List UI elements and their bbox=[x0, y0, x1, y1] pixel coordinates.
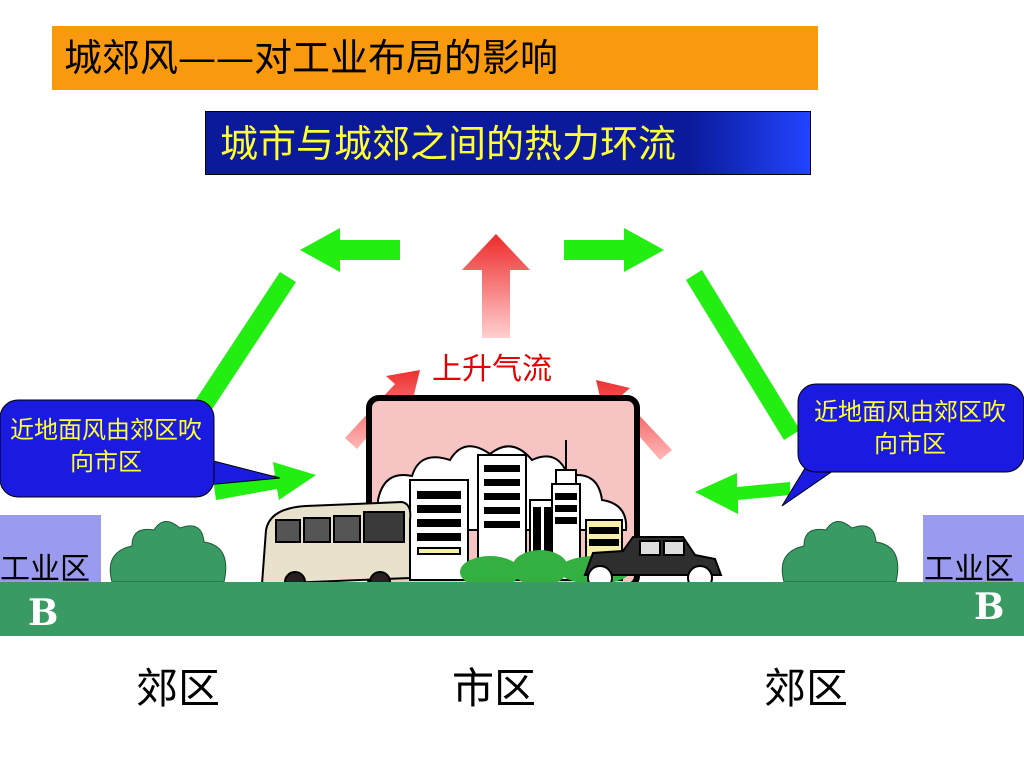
callout-right-text: 近地面风由郊区吹向市区 bbox=[814, 398, 1006, 458]
label-city: 市区 bbox=[452, 664, 537, 713]
callout-left-bubble bbox=[0, 399, 281, 498]
marker-b-right: B bbox=[974, 586, 1005, 628]
label-suburb-right: 郊区 bbox=[764, 664, 849, 713]
descending-flow-right bbox=[686, 270, 800, 440]
industrial-zone-right-block bbox=[923, 515, 1024, 585]
label-suburb-left: 郊区 bbox=[136, 664, 221, 713]
industrial-zone-left-label: 工业区 bbox=[0, 552, 90, 587]
suburb-trees-left bbox=[109, 521, 227, 583]
car-illustration bbox=[583, 536, 723, 591]
callout-right-bubble bbox=[781, 383, 1024, 507]
suburb-trees-right bbox=[781, 521, 899, 583]
upper-flow-arrow-right bbox=[564, 228, 664, 272]
page-title: 城郊风——对工业布局的影响 bbox=[52, 26, 818, 90]
descending-flow-left bbox=[189, 272, 296, 420]
callout-left-text: 近地面风由郊区吹向市区 bbox=[10, 416, 202, 476]
city-shrubs bbox=[460, 550, 631, 588]
bus-illustration bbox=[260, 500, 412, 593]
industrial-zone-right-label: 工业区 bbox=[924, 552, 1014, 587]
industrial-zone-left-block bbox=[0, 515, 101, 585]
surface-flow-arrow-right bbox=[695, 473, 790, 514]
marker-b-left: B bbox=[28, 592, 59, 634]
surface-flow-arrow-left bbox=[214, 462, 316, 500]
diagram-subtitle: 城市与城郊之间的热力环流 bbox=[205, 111, 811, 175]
upper-flow-arrow-left bbox=[300, 228, 400, 272]
city-buildings bbox=[409, 440, 623, 581]
ground-strip bbox=[0, 582, 1024, 636]
rising-air-label: 上升气流 bbox=[432, 352, 552, 387]
rising-air-arrow-center bbox=[462, 234, 530, 338]
